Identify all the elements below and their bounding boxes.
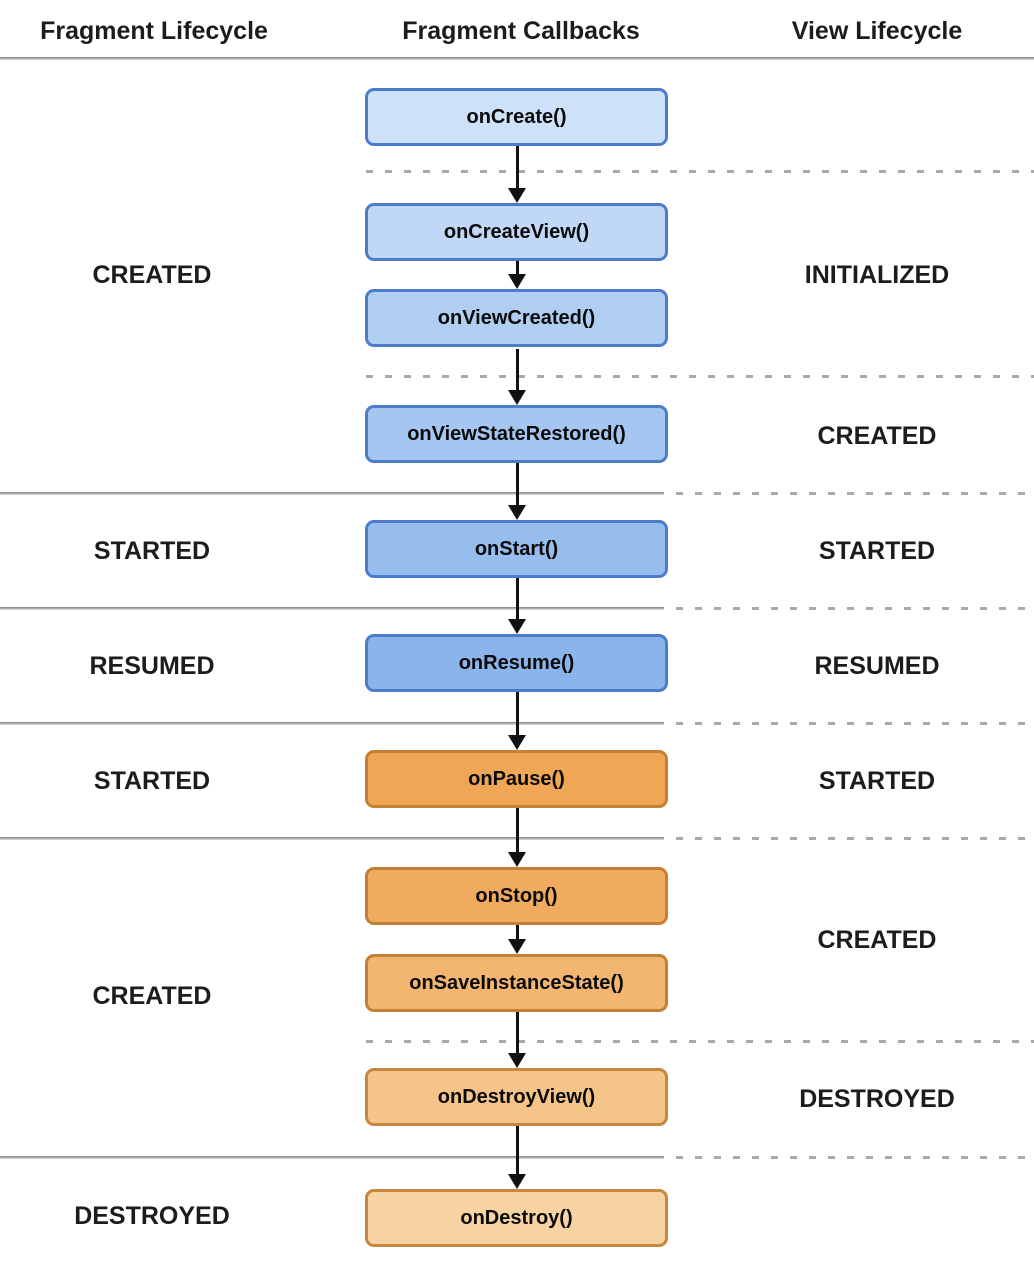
callback-box-ondestroyview: onDestroyView() <box>365 1068 668 1126</box>
fragment-state-divider-solid <box>0 722 664 725</box>
flow-arrow-icon <box>507 463 527 520</box>
callback-box-onviewcreated: onViewCreated() <box>365 289 668 347</box>
arrow-head <box>508 939 526 954</box>
arrow-stem <box>515 146 519 192</box>
view-state-label: INITIALIZED <box>804 261 950 289</box>
arrow-stem <box>515 578 519 623</box>
arrow-stem <box>515 349 519 394</box>
arrow-stem <box>515 463 519 509</box>
column-header-view-lifecycle: View Lifecycle <box>791 17 963 45</box>
column-header-fragment-callbacks: Fragment Callbacks <box>402 17 640 45</box>
view-state-divider-dashed <box>366 170 1034 173</box>
flow-arrow-icon <box>507 1012 527 1068</box>
arrow-head <box>508 188 526 203</box>
callback-box-oncreate: onCreate() <box>365 88 668 146</box>
flow-arrow-icon <box>507 925 527 954</box>
flow-arrow-icon <box>507 808 527 867</box>
fragment-state-divider-solid <box>0 607 664 610</box>
fragment-state-label: STARTED <box>93 537 211 565</box>
fragment-state-divider-solid <box>0 492 664 495</box>
arrow-head <box>508 619 526 634</box>
arrow-stem <box>515 925 519 943</box>
view-state-divider-dashed <box>676 837 1034 840</box>
fragment-state-label: RESUMED <box>89 652 215 680</box>
fragment-state-label: STARTED <box>93 767 211 795</box>
view-state-label: RESUMED <box>814 652 940 680</box>
column-header-fragment-lifecycle: Fragment Lifecycle <box>40 17 268 45</box>
view-state-divider-dashed <box>676 1156 1034 1159</box>
arrow-head <box>508 1053 526 1068</box>
arrow-head <box>508 735 526 750</box>
arrow-stem <box>515 1126 519 1178</box>
callback-box-onresume: onResume() <box>365 634 668 692</box>
arrow-head <box>508 505 526 520</box>
flow-arrow-icon <box>507 578 527 634</box>
view-state-divider-dashed <box>366 1040 1034 1043</box>
callback-box-onstart: onStart() <box>365 520 668 578</box>
arrow-stem <box>515 1012 519 1057</box>
callback-box-oncreateview: onCreateView() <box>365 203 668 261</box>
fragment-state-divider-solid <box>0 837 664 840</box>
view-state-label: STARTED <box>818 767 936 795</box>
callback-box-onviewstaterestored: onViewStateRestored() <box>365 405 668 463</box>
view-state-divider-dashed <box>366 375 1034 378</box>
flow-arrow-icon <box>507 146 527 203</box>
flow-arrow-icon <box>507 1126 527 1189</box>
view-state-divider-dashed <box>676 492 1034 495</box>
view-state-label: CREATED <box>817 422 937 450</box>
arrow-stem <box>515 261 519 278</box>
flow-arrow-icon <box>507 261 527 289</box>
arrow-head <box>508 390 526 405</box>
arrow-head <box>508 1174 526 1189</box>
view-state-label: CREATED <box>817 926 937 954</box>
view-state-divider-dashed <box>676 607 1034 610</box>
callback-box-onstop: onStop() <box>365 867 668 925</box>
callback-box-onsaveinstancestate: onSaveInstanceState() <box>365 954 668 1012</box>
view-state-label: STARTED <box>818 537 936 565</box>
flow-arrow-icon <box>507 692 527 750</box>
fragment-state-label: DESTROYED <box>74 1202 230 1230</box>
arrow-stem <box>515 692 519 739</box>
callback-box-onpause: onPause() <box>365 750 668 808</box>
fragment-state-label: CREATED <box>92 982 212 1010</box>
callback-box-ondestroy: onDestroy() <box>365 1189 668 1247</box>
arrow-head <box>508 852 526 867</box>
header-divider-line <box>0 57 1034 60</box>
flow-arrow-icon <box>507 349 527 405</box>
view-state-divider-dashed <box>676 722 1034 725</box>
arrow-head <box>508 274 526 289</box>
view-state-label: DESTROYED <box>799 1085 955 1113</box>
fragment-state-label: CREATED <box>92 261 212 289</box>
fragment-state-divider-solid <box>0 1156 664 1159</box>
arrow-stem <box>515 808 519 856</box>
